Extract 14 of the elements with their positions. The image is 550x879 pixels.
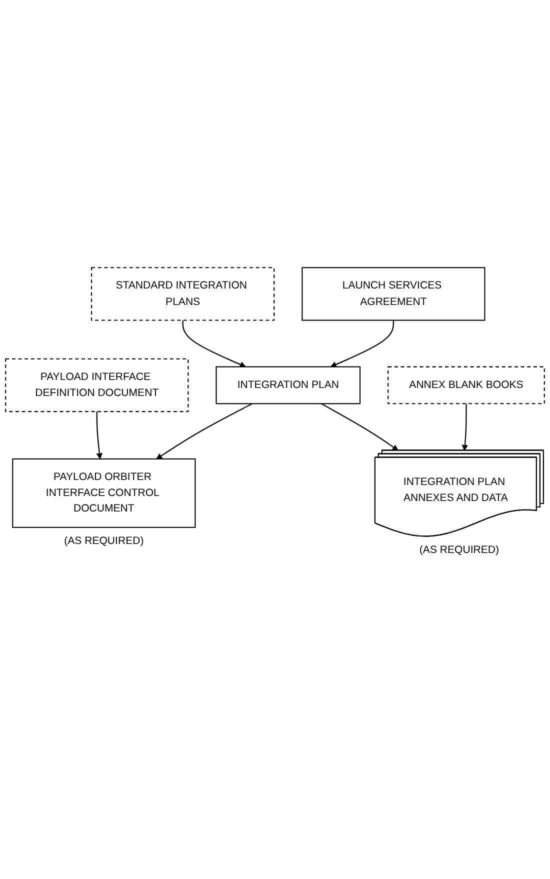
node-box: INTEGRATION PLAN xyxy=(216,366,361,404)
arrow xyxy=(156,403,253,460)
arrow xyxy=(96,411,102,460)
node-label: (AS REQUIRED) xyxy=(64,534,144,547)
arrow xyxy=(462,404,468,451)
node-box: ANNEX BLANK BOOKS xyxy=(388,366,545,404)
node-box: STANDARD INTEGRATION PLANS xyxy=(91,266,275,321)
arrow xyxy=(182,320,246,368)
node-box: PAYLOAD ORBITER INTERFACE CONTROL DOCUMENT xyxy=(12,458,196,528)
node-label: (AS REQUIRED) xyxy=(419,544,500,556)
arrow xyxy=(321,403,398,451)
node-box: PAYLOAD INTERFACE DEFINITION DOCUMENT xyxy=(5,358,189,412)
arrow xyxy=(330,320,394,368)
node-box: LAUNCH SERVICES AGREEMENT xyxy=(302,266,486,321)
